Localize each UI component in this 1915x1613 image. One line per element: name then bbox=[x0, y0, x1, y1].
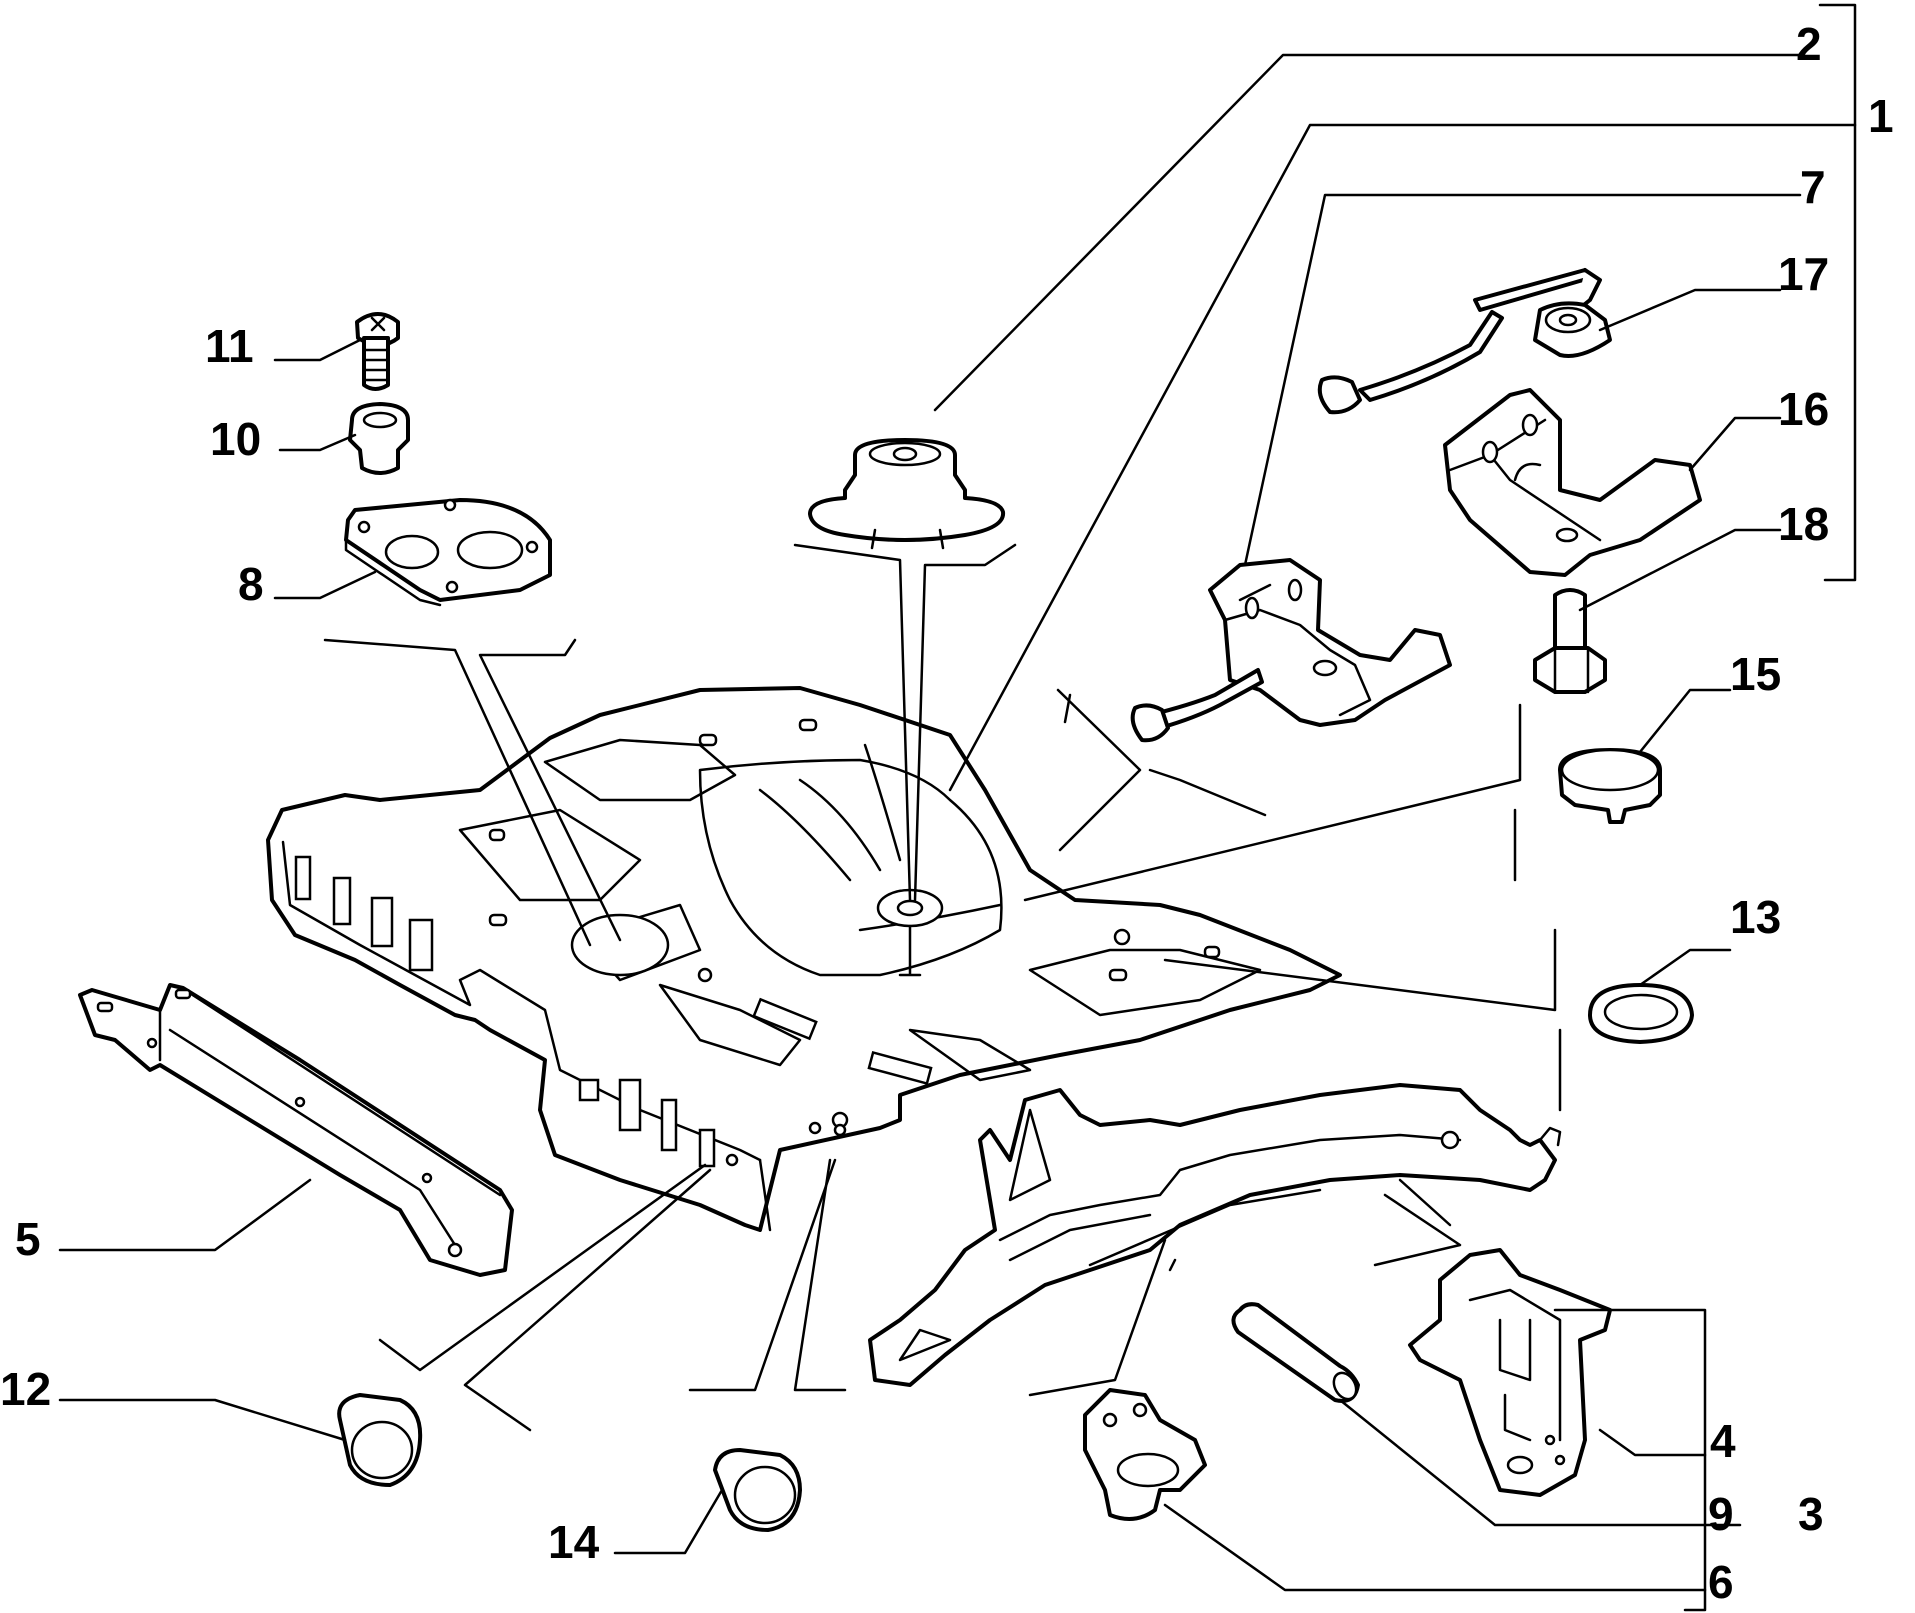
grommet-part-10 bbox=[348, 402, 410, 475]
battery-bracket-part-7 bbox=[1130, 558, 1452, 743]
plug-part-14 bbox=[713, 1448, 802, 1532]
crossmember-part-5 bbox=[78, 983, 514, 1277]
cap-part-15 bbox=[1558, 748, 1662, 824]
callout-14: 14 bbox=[548, 1516, 600, 1568]
bolt-post-part-2 bbox=[808, 438, 1006, 550]
rear-crossmember-part-3 bbox=[868, 1083, 1562, 1387]
callout-3: 3 bbox=[1798, 1488, 1824, 1540]
bracket-part-6 bbox=[1083, 1388, 1207, 1521]
callout-12: 12 bbox=[0, 1363, 51, 1415]
floor-pan-part-1 bbox=[266, 686, 1342, 1232]
plug-part-12 bbox=[337, 1393, 423, 1487]
callout-9: 9 bbox=[1708, 1488, 1734, 1540]
bolt-part-11 bbox=[355, 312, 400, 391]
clamp-rod-part-17 bbox=[1317, 268, 1612, 415]
callout-2: 2 bbox=[1796, 18, 1822, 70]
callout-4: 4 bbox=[1710, 1415, 1736, 1467]
callout-17: 17 bbox=[1778, 248, 1829, 300]
callout-16: 16 bbox=[1778, 383, 1829, 435]
callout-15: 15 bbox=[1730, 648, 1781, 700]
callout-13: 13 bbox=[1730, 891, 1781, 943]
tube-part-9 bbox=[1231, 1302, 1360, 1403]
callout-5: 5 bbox=[15, 1213, 41, 1265]
plate-part-8 bbox=[344, 498, 552, 607]
callout-10: 10 bbox=[210, 413, 261, 465]
callout-18: 18 bbox=[1778, 498, 1829, 550]
plug-part-13 bbox=[1588, 983, 1694, 1044]
support-tray-part-16 bbox=[1443, 388, 1702, 577]
bolt-part-18 bbox=[1533, 588, 1607, 694]
callout-labels: 2 1 7 17 16 18 15 13 11 10 8 5 12 14 4 9… bbox=[0, 18, 1894, 1608]
callout-11: 11 bbox=[205, 320, 254, 372]
leader-lines bbox=[58, 3, 1857, 1612]
callout-6: 6 bbox=[1708, 1556, 1734, 1608]
callout-8: 8 bbox=[238, 558, 264, 610]
bracket-part-4 bbox=[1408, 1248, 1612, 1497]
callout-7: 7 bbox=[1800, 161, 1826, 213]
callout-1: 1 bbox=[1868, 90, 1894, 142]
